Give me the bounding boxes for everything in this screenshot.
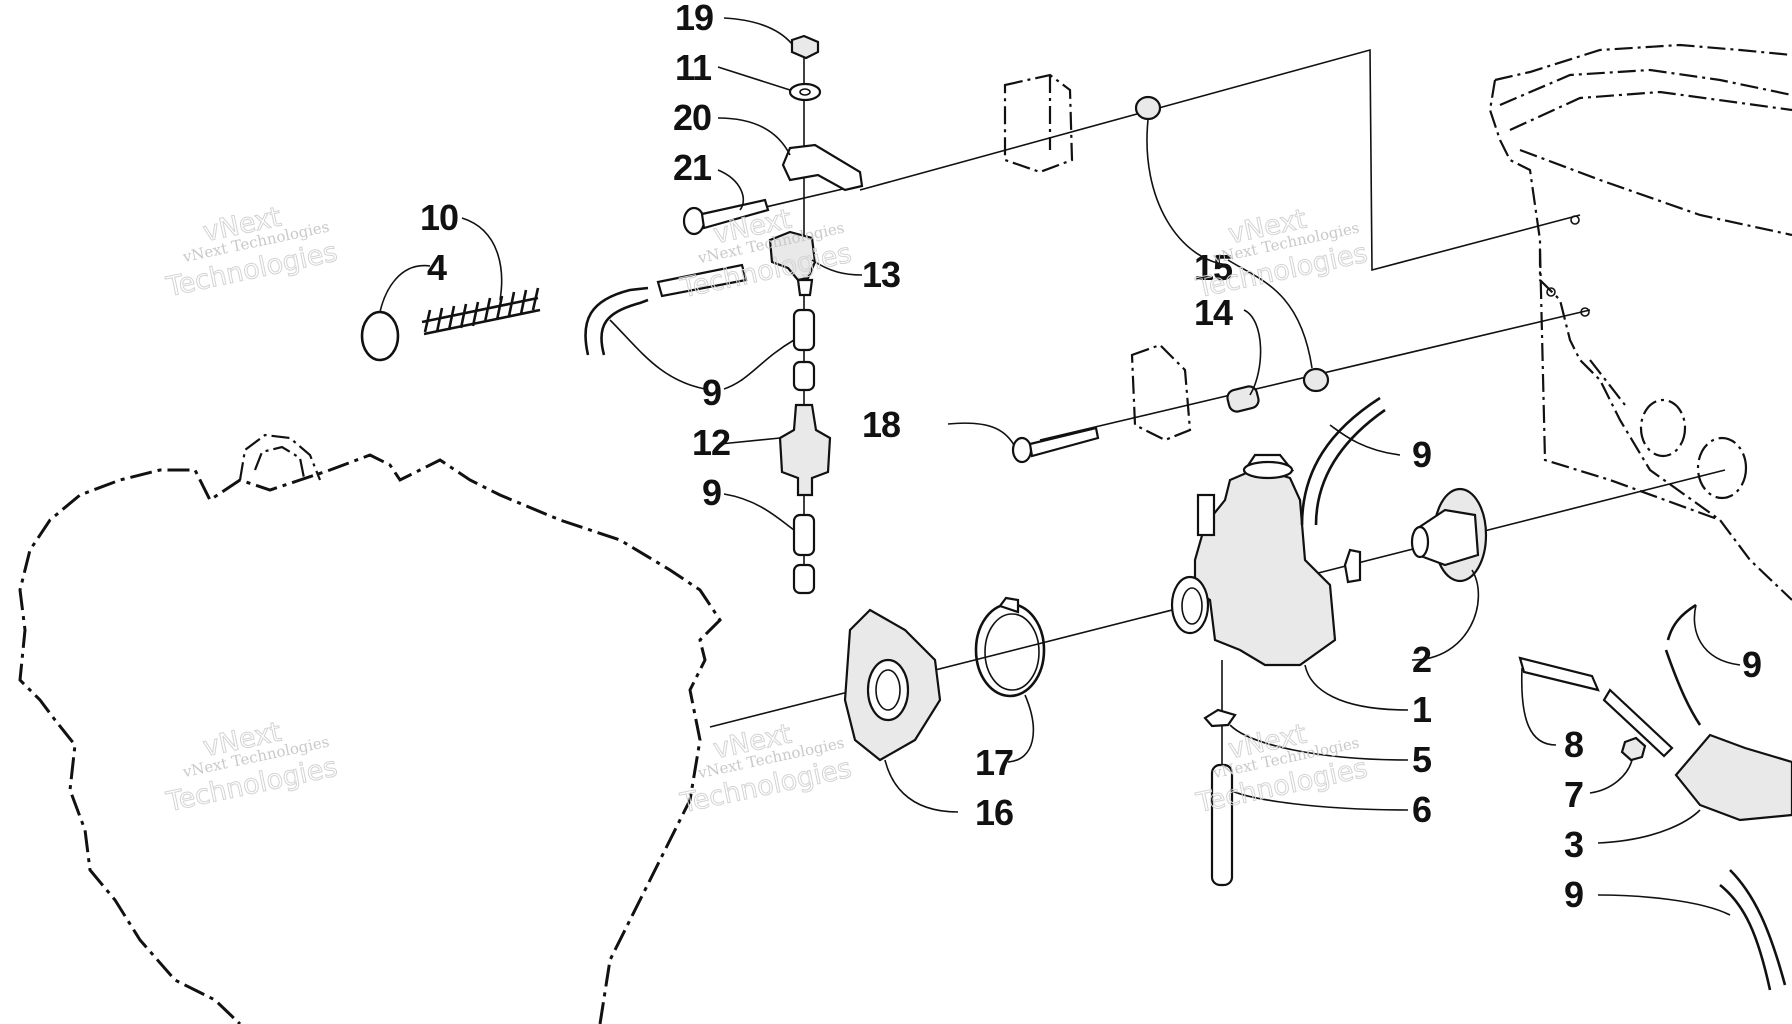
fuel-pump-3 bbox=[1674, 733, 1792, 822]
airbox-lid bbox=[1499, 68, 1792, 237]
screw-18-head bbox=[1011, 436, 1033, 464]
hose-9-pump-c bbox=[1666, 603, 1697, 641]
tube-9-b bbox=[792, 513, 816, 557]
callout-13: 13 bbox=[862, 254, 900, 295]
bolt-21-head bbox=[682, 206, 706, 236]
fuel-valve-13-spout bbox=[796, 278, 814, 297]
tube-6 bbox=[1210, 763, 1234, 887]
bolt-21-shank bbox=[700, 198, 770, 230]
callout-14: 14 bbox=[1194, 292, 1233, 333]
hose-9-carb bbox=[1300, 396, 1381, 526]
hose-9-pump-b bbox=[1664, 649, 1702, 726]
callout-9-b: 9 bbox=[702, 472, 721, 513]
hose-9-straight bbox=[656, 263, 748, 298]
leader-lines bbox=[379, 17, 1741, 916]
callout-10: 10 bbox=[420, 197, 458, 238]
callout-9-c: 9 bbox=[1412, 434, 1431, 475]
carburetor-1 bbox=[1170, 453, 1362, 667]
watermark-bottom-right: vNext vNext Technologies Technologies bbox=[1193, 718, 1371, 820]
fuel-valve-13 bbox=[768, 230, 817, 282]
hose-9-lower-2 bbox=[1719, 883, 1772, 991]
callout-16: 16 bbox=[975, 792, 1013, 833]
callout-15: 15 bbox=[1194, 247, 1233, 288]
callout-9-e: 9 bbox=[1564, 874, 1583, 915]
axis-upper bbox=[859, 48, 1581, 272]
spacer-14 bbox=[1226, 385, 1260, 413]
tube-9-a-short bbox=[792, 360, 816, 392]
cable-mount-block bbox=[1003, 73, 1074, 174]
engine-top-boss-inner bbox=[253, 445, 306, 479]
spring-10 bbox=[421, 287, 541, 336]
washer-11 bbox=[788, 82, 822, 102]
grommet-15-lower bbox=[1302, 367, 1330, 393]
callout-6: 6 bbox=[1412, 789, 1431, 830]
callout-2: 2 bbox=[1412, 639, 1431, 680]
fuel-filter-12 bbox=[778, 403, 832, 497]
clamp-17-inner bbox=[984, 613, 1040, 691]
intake-flange-16 bbox=[843, 608, 942, 762]
callout-1: 1 bbox=[1412, 689, 1432, 730]
hose-9-curved bbox=[584, 286, 649, 356]
airbox-outline bbox=[1488, 43, 1792, 601]
washer-11-hole bbox=[799, 88, 811, 96]
callout-3: 3 bbox=[1564, 824, 1583, 865]
clip-5 bbox=[1203, 708, 1237, 728]
callout-4: 4 bbox=[427, 247, 447, 288]
hose-9-lower bbox=[1729, 869, 1787, 986]
hose-9-curved-2 bbox=[600, 298, 649, 356]
airbox-port-2 bbox=[1696, 436, 1748, 500]
callout-9-a: 9 bbox=[702, 372, 721, 413]
airbox-port-1 bbox=[1639, 398, 1687, 458]
callout-17: 17 bbox=[975, 742, 1013, 783]
clamp-4 bbox=[360, 310, 400, 362]
hose-9-pump-a bbox=[1602, 688, 1674, 758]
callout-7: 7 bbox=[1564, 774, 1583, 815]
hose-9-carb-2 bbox=[1314, 408, 1386, 526]
callout-8: 8 bbox=[1564, 724, 1583, 765]
clamp-17 bbox=[974, 602, 1046, 698]
callout-18: 18 bbox=[862, 404, 900, 445]
callout-5: 5 bbox=[1412, 739, 1432, 780]
cable-mount-lower bbox=[1130, 343, 1192, 442]
grommet-15-upper bbox=[1134, 95, 1162, 121]
callout-9-d: 9 bbox=[1742, 644, 1761, 685]
engine-top-boss bbox=[238, 433, 322, 481]
airbox-lower bbox=[1538, 249, 1721, 522]
bracket-20 bbox=[781, 143, 864, 192]
callout-12: 12 bbox=[692, 422, 730, 463]
hose-8 bbox=[1518, 656, 1600, 692]
watermark-bottom-left: vNext vNext Technologies Technologies bbox=[162, 716, 340, 819]
callout-labels: 19 11 20 21 10 4 13 9 12 9 15 14 18 9 2 … bbox=[420, 0, 1762, 915]
clamp-17-tab bbox=[998, 596, 1020, 614]
watermark-top-left: vNext vNext Technologies Technologies bbox=[162, 201, 340, 304]
nut-19 bbox=[790, 34, 820, 60]
nut-7 bbox=[1620, 736, 1647, 762]
tube-9-b-short bbox=[792, 563, 816, 595]
tube-9-a bbox=[792, 308, 816, 352]
callout-21: 21 bbox=[673, 147, 712, 188]
airbox-hole-3 bbox=[1546, 287, 1556, 297]
screw-18-shank bbox=[1028, 426, 1100, 458]
callout-19: 19 bbox=[675, 0, 713, 38]
callout-20: 20 bbox=[673, 97, 711, 138]
engine-outline bbox=[18, 453, 722, 1024]
callout-11: 11 bbox=[675, 47, 712, 88]
intake-boot-2 bbox=[1410, 487, 1488, 583]
